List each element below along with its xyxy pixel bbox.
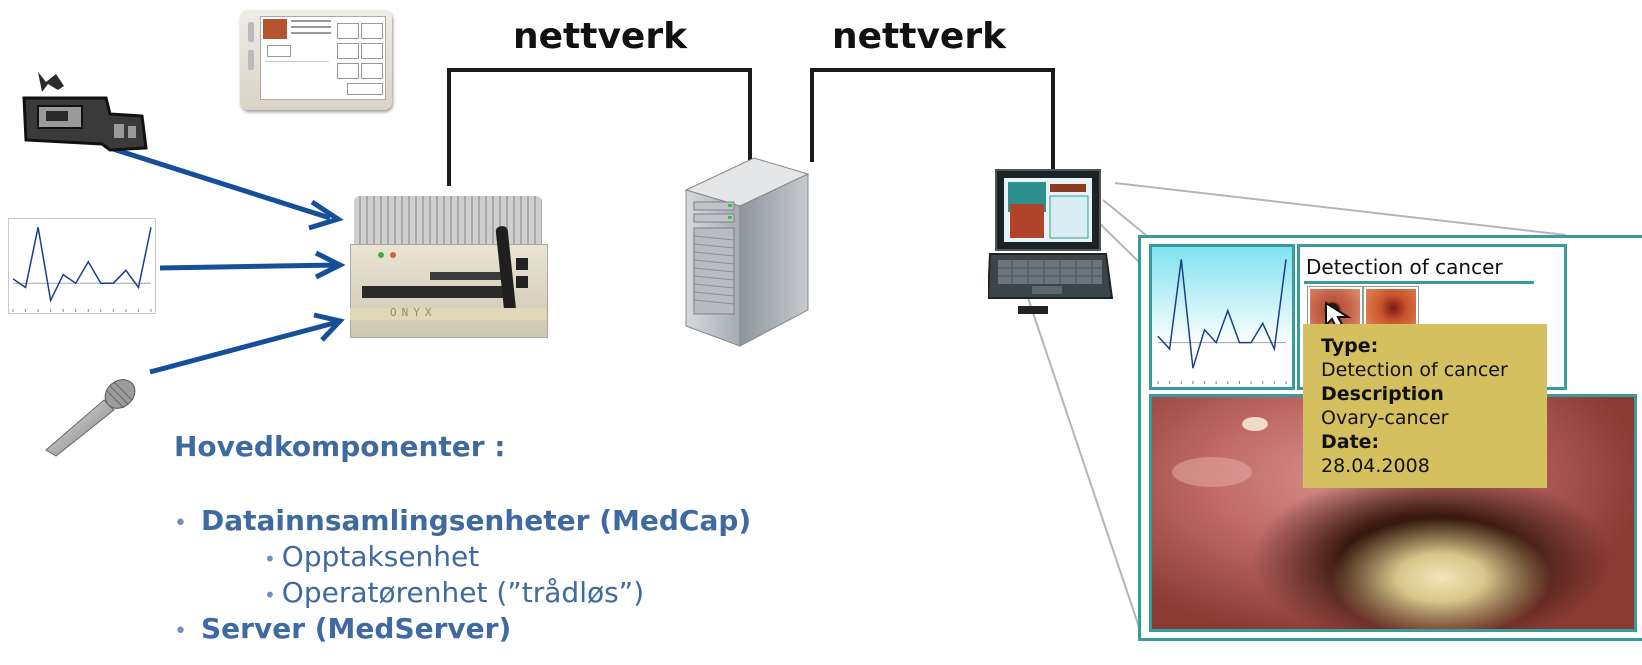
- event-tooltip: Type: Detection of cancer Description Ov…: [1303, 324, 1547, 488]
- zoom-line-bottom: [1021, 279, 1141, 631]
- video-camera-icon: [22, 72, 148, 152]
- signal-waveform: [1157, 259, 1287, 369]
- event-panel-title: Detection of cancer: [1306, 255, 1503, 279]
- list-item-label: Datainnsamlingsenheter (MedCap): [200, 504, 752, 537]
- tooltip-type-label: Type:: [1321, 335, 1379, 357]
- capture-unit-box: ONYX: [350, 196, 548, 338]
- endoscopy-image: [1149, 394, 1637, 632]
- tooltip-type-value: Detection of cancer: [1321, 359, 1508, 381]
- signal-waveform: [12, 227, 152, 303]
- list-item-level1: •Server (MedServer): [174, 612, 512, 645]
- list-item-level2: •Opptaksenhet: [264, 540, 480, 573]
- list-item-level2: •Operatørenhet (”trådløs”): [264, 576, 645, 609]
- capture-unit-brand: ONYX: [390, 306, 437, 319]
- microphone-icon: [45, 379, 136, 457]
- components-list: •Datainnsamlingsenheter (MedCap) •Opptak…: [174, 504, 751, 648]
- zoom-line-mid: [1102, 199, 1153, 241]
- signal-chart-icon: [8, 218, 156, 314]
- list-item-label: Opptaksenhet: [281, 540, 480, 573]
- list-item-level1: •Datainnsamlingsenheter (MedCap): [174, 504, 752, 537]
- arrow-microphone: [149, 319, 339, 375]
- input-arrows: [109, 145, 346, 375]
- list-item-label: Server (MedServer): [200, 612, 512, 645]
- tooltip-date-label: Date:: [1321, 431, 1380, 453]
- tooltip-date-value: 28.04.2008: [1321, 455, 1430, 477]
- tooltip-description-value: Ovary-cancer: [1321, 407, 1449, 429]
- operator-tablet: [240, 10, 392, 110]
- network-line-right: [810, 68, 1055, 172]
- network-label-right: nettverk: [832, 16, 1007, 57]
- arrow-camera: [109, 145, 331, 221]
- server-tower: [684, 157, 810, 347]
- viewer-signal-chart: [1149, 244, 1295, 390]
- tooltip-description-label: Description: [1321, 383, 1444, 405]
- network-line-left: [447, 68, 752, 186]
- components-heading: Hovedkomponenter :: [174, 430, 506, 463]
- laptop-computer: [988, 169, 1114, 314]
- thumbnail-2[interactable]: [1363, 286, 1419, 330]
- arrow-signal: [159, 262, 339, 271]
- tablet-screen: [260, 16, 386, 100]
- event-panel-divider: [1304, 281, 1534, 284]
- list-item-label: Operatørenhet (”trådløs”): [281, 576, 645, 609]
- network-label-left: nettverk: [513, 16, 688, 57]
- zoom-line-top: [1114, 182, 1567, 236]
- viewer-panel: Detection of cancer Type: Detection of c…: [1138, 235, 1642, 641]
